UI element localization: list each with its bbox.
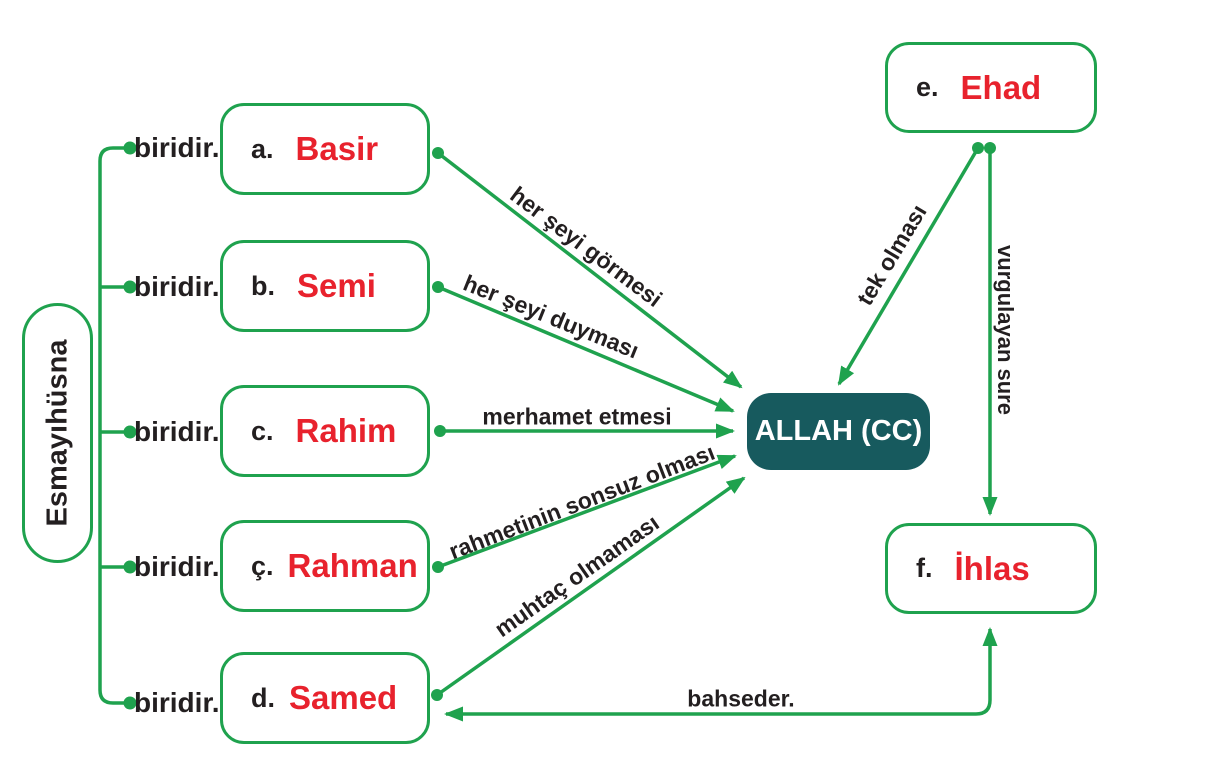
connector-dot: [123, 696, 137, 710]
arrow-ehad-to-allah: [837, 147, 980, 386]
branch-label-4: biridir.: [134, 551, 220, 582]
name-text: Rahim: [295, 412, 397, 449]
name-text: Semi: [297, 267, 376, 304]
branch-label-3: biridir.: [134, 416, 220, 447]
name-prefix: e.: [916, 72, 939, 102]
name-prefix: d.: [251, 682, 275, 713]
name-text: Basir: [295, 130, 379, 167]
connector-dot: [123, 425, 137, 439]
edge-label-vurgulayan-sure: vurgulayan sure: [993, 245, 1018, 415]
edge-label-bahseder: bahseder.: [687, 685, 795, 712]
arrow-semi-to-allah: [437, 285, 735, 413]
name-prefix: ç.: [251, 550, 274, 581]
name-prefix: f.: [916, 553, 933, 583]
connector-dot: [123, 280, 137, 294]
edge-label-merhamet: merhamet etmesi: [482, 403, 672, 430]
root-box-esmayihusna: Esmayıhüsna: [22, 303, 93, 563]
root-label: Esmayıhüsna: [41, 339, 73, 527]
name-box-ihlas: f. İhlas: [885, 523, 1097, 614]
name-box-samed: d. Samed: [220, 652, 430, 744]
arrow-basir-to-allah: [436, 151, 743, 389]
arrow-rahman-to-allah: [437, 454, 737, 569]
name-prefix: b.: [251, 270, 275, 301]
trunk-line: [98, 146, 130, 705]
name-text: Rahman: [287, 547, 418, 584]
branch-label-5: biridir.: [134, 687, 220, 718]
allah-box: ALLAH (CC): [747, 393, 930, 470]
name-text: Samed: [289, 679, 398, 716]
branch-label-1: biridir.: [134, 132, 220, 163]
name-prefix: c.: [251, 415, 274, 446]
name-box-ehad: e. Ehad: [885, 42, 1097, 133]
branch-label-2: biridir.: [134, 271, 220, 302]
name-text: İhlas: [954, 549, 1030, 587]
name-box-rahim: c. Rahim: [220, 385, 430, 477]
connector-dot: [123, 560, 137, 574]
allah-label: ALLAH (CC): [754, 415, 923, 447]
connector-dot: [123, 141, 137, 155]
name-box-rahman: ç. Rahman: [220, 520, 430, 612]
name-text: Ehad: [960, 68, 1042, 106]
name-box-basir: a. Basir: [220, 103, 430, 195]
name-box-semi: b. Semi: [220, 240, 430, 332]
name-prefix: a.: [251, 133, 274, 164]
arrow-ihlas-to-samed: [444, 627, 998, 722]
